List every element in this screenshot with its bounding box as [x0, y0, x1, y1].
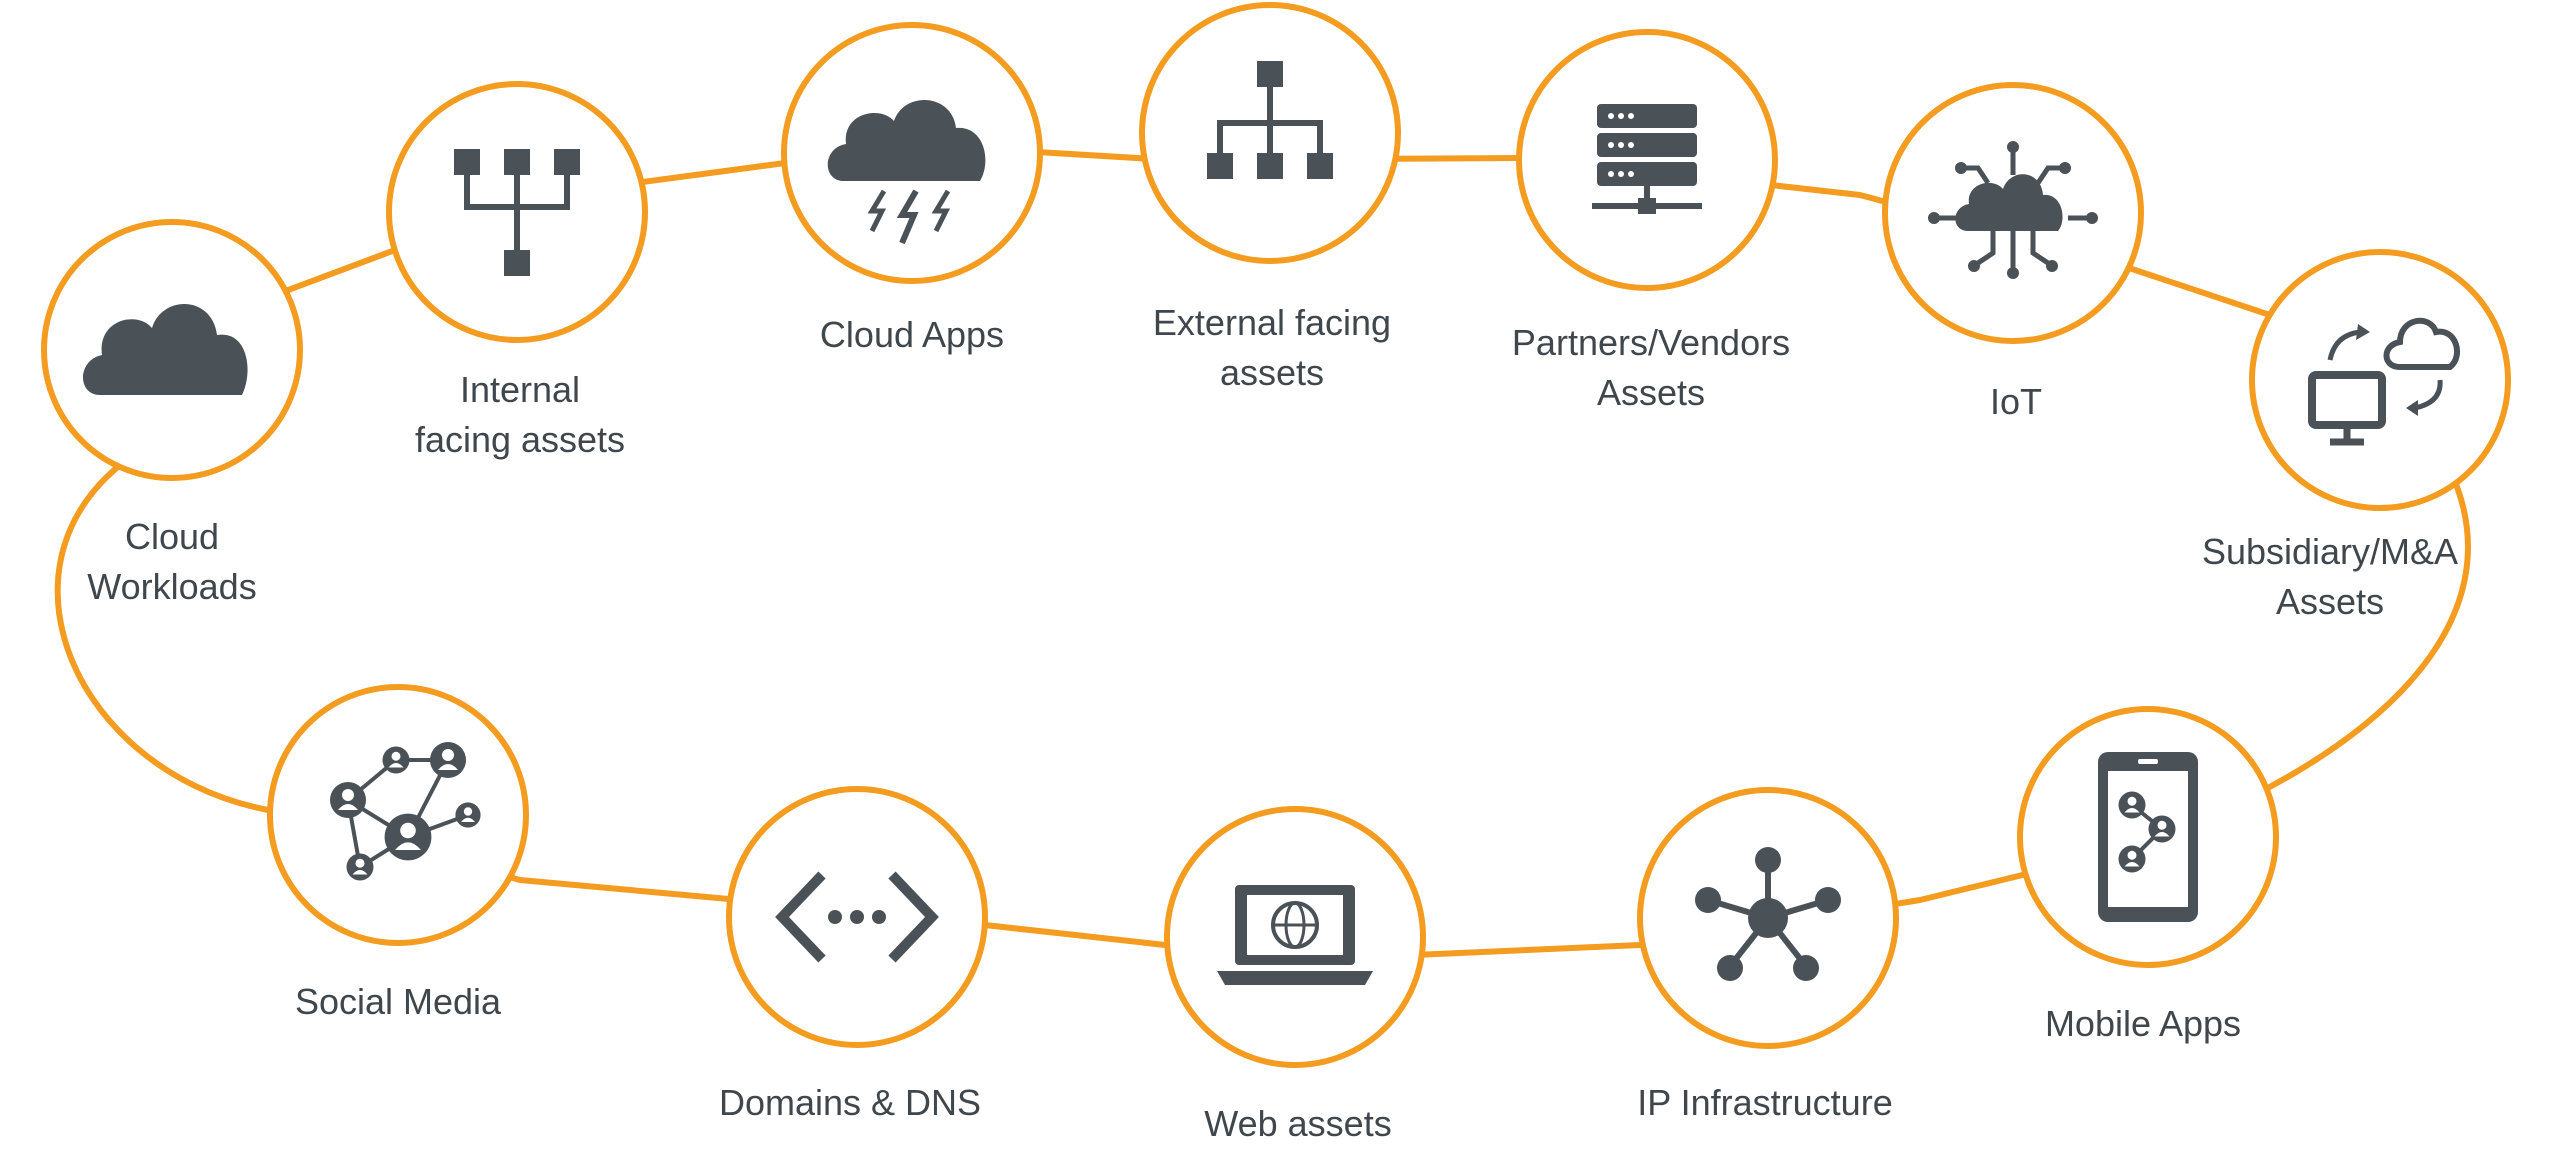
label-web-assets: Web assets	[1204, 1103, 1392, 1144]
smartphone-network-icon	[2098, 752, 2198, 922]
label-domains-dns: Domains & DNS	[718, 1082, 982, 1123]
cloud-sync-monitor-icon	[2308, 317, 2461, 446]
label-cloud-apps: Cloud Apps	[819, 314, 1005, 355]
node-ring	[267, 684, 529, 946]
social-network-icon	[330, 742, 481, 881]
label-ip-infrastructure: IP Infrastructure	[1637, 1082, 1893, 1123]
label-internal-facing-assets: Internal facing assets	[414, 369, 626, 460]
label-iot: IoT	[1989, 381, 2042, 422]
node-cloud-workloads	[41, 219, 303, 481]
label-subsidiary-ma-assets: Subsidiary/M&A Assets	[2201, 531, 2459, 622]
node-subsidiary-ma-assets	[2249, 249, 2511, 511]
node-cloud-apps	[781, 22, 1043, 284]
node-internal-facing-assets	[386, 81, 648, 343]
label-social-media: Social Media	[294, 981, 502, 1022]
server-rack-icon	[1592, 104, 1702, 214]
org-chart-icon	[1207, 61, 1333, 179]
node-iot	[1882, 82, 2144, 344]
hub-network-icon	[1695, 847, 1841, 981]
node-web-assets	[1164, 806, 1426, 1068]
node-partners-vendors-assets	[1516, 29, 1778, 291]
node-external-facing-assets	[1139, 2, 1401, 264]
label-mobile-apps: Mobile Apps	[2044, 1003, 2242, 1044]
storm-cloud-icon	[827, 100, 986, 245]
laptop-globe-icon	[1217, 885, 1373, 985]
hierarchy-inbound-icon	[454, 149, 580, 276]
iot-cloud-icon	[1928, 141, 2098, 279]
node-social-media	[267, 684, 529, 946]
code-dots-icon	[775, 871, 939, 963]
node-domains-dns	[726, 786, 988, 1048]
label-external-facing-assets: External facing assets	[1152, 302, 1392, 393]
node-ring	[1516, 29, 1778, 291]
cloud-icon	[82, 304, 248, 395]
label-cloud-workloads: Cloud Workloads	[87, 516, 257, 607]
node-ip-infrastructure	[1637, 787, 1899, 1049]
node-mobile-apps	[2017, 706, 2279, 968]
label-partners-vendors-assets: Partners/Vendors Assets	[1511, 322, 1791, 413]
